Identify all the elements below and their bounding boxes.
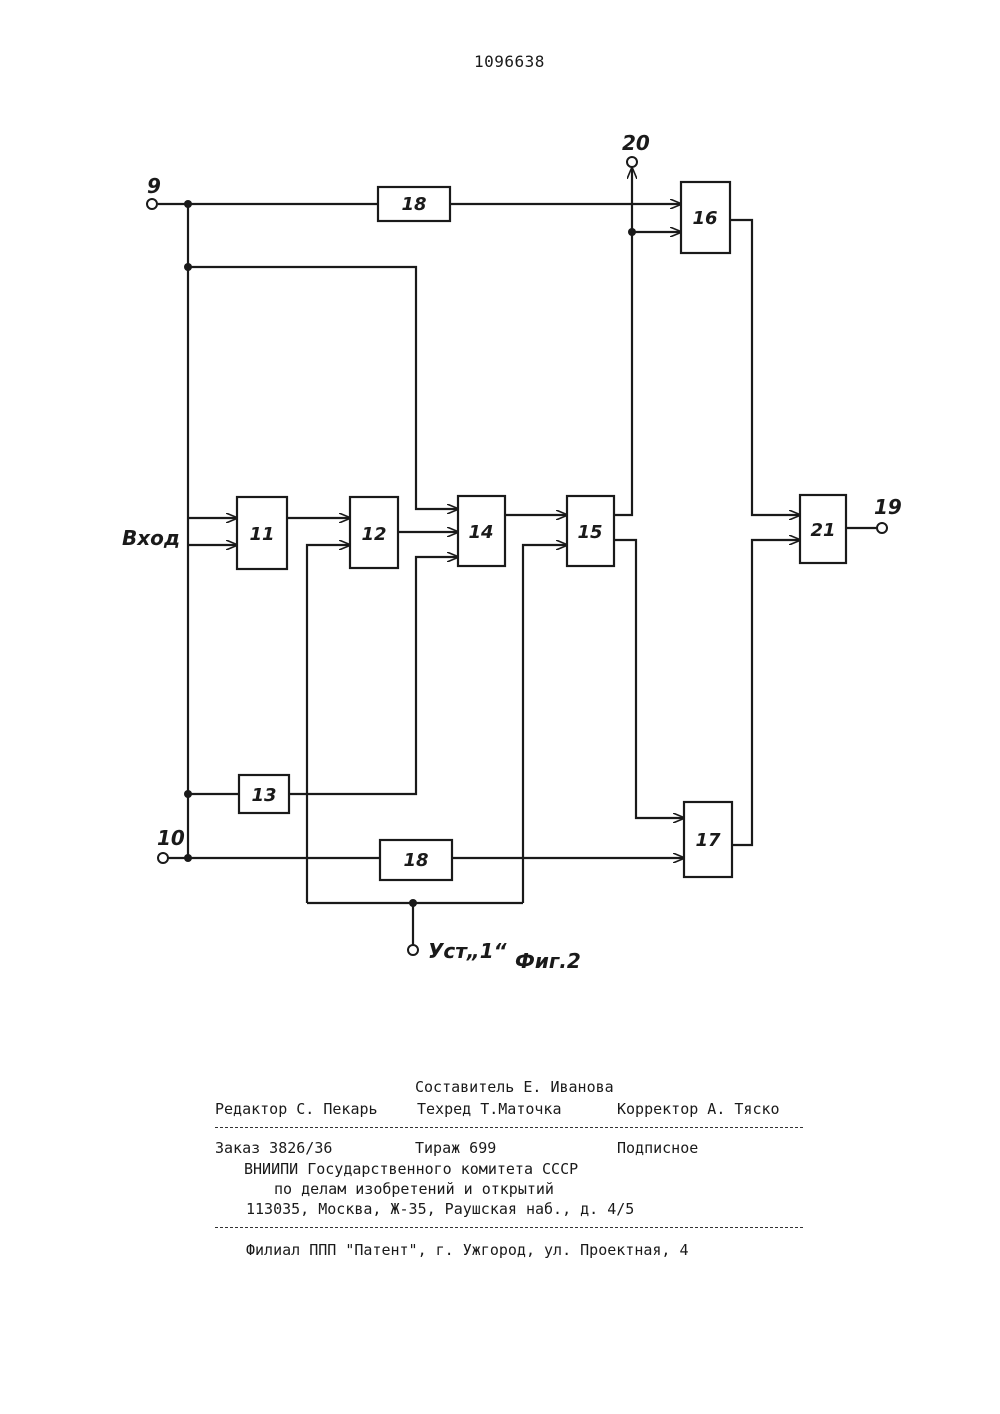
block-15-label: 15 [577,522,602,543]
terminal-9-circle [147,199,157,209]
set-one-label: Уст„1“ [428,939,508,963]
org-line-2: по делам изобретений и открытий [274,1180,554,1198]
terminal-20-circle [627,157,637,167]
block-18-bottom-label: 18 [403,850,428,871]
block-14-label: 14 [468,522,493,543]
terminal-20-label: 20 [622,131,650,155]
separator-top [215,1127,803,1128]
circulation-line: Тираж 699 [415,1139,496,1157]
org-address: 113035, Москва, Ж-35, Раушская наб., д. … [246,1200,634,1218]
editor-line: Редактор С. Пекарь [215,1100,378,1118]
terminal-9-label: 9 [147,174,161,198]
blocks [237,182,846,880]
subscription-line: Подписное [617,1139,698,1157]
terminal-19-circle [877,523,887,533]
terminal-set-circle [408,945,418,955]
block-21-label: 21 [810,520,835,541]
block-diagram: 18 16 11 12 14 15 21 13 18 17 9 10 19 20… [0,0,1000,1000]
figure-caption: Фиг.2 [515,949,581,973]
branch-line: Филиал ППП "Патент", г. Ужгород, ул. Про… [246,1241,689,1259]
org-line-1: ВНИИПИ Государственного комитета СССР [244,1160,578,1178]
block-11-label: 11 [249,524,274,545]
terminal-10-circle [158,853,168,863]
compiler-line: Составитель Е. Иванова [415,1078,614,1096]
block-12-label: 12 [361,524,386,545]
techred-line: Техред Т.Маточка [417,1100,562,1118]
order-line: Заказ 3826/36 [215,1139,332,1157]
terminal-19-label: 19 [874,495,902,519]
terminal-10-label: 10 [157,826,185,850]
corrector-line: Корректор А. Тяско [617,1100,780,1118]
block-18-top-label: 18 [401,194,426,215]
block-17-label: 17 [695,830,721,851]
block-13-label: 13 [251,785,276,806]
block-16-label: 16 [692,208,717,229]
separator-bottom [215,1227,803,1228]
block-labels: 18 16 11 12 14 15 21 13 18 17 [249,194,835,871]
input-label: Вход [122,526,180,550]
